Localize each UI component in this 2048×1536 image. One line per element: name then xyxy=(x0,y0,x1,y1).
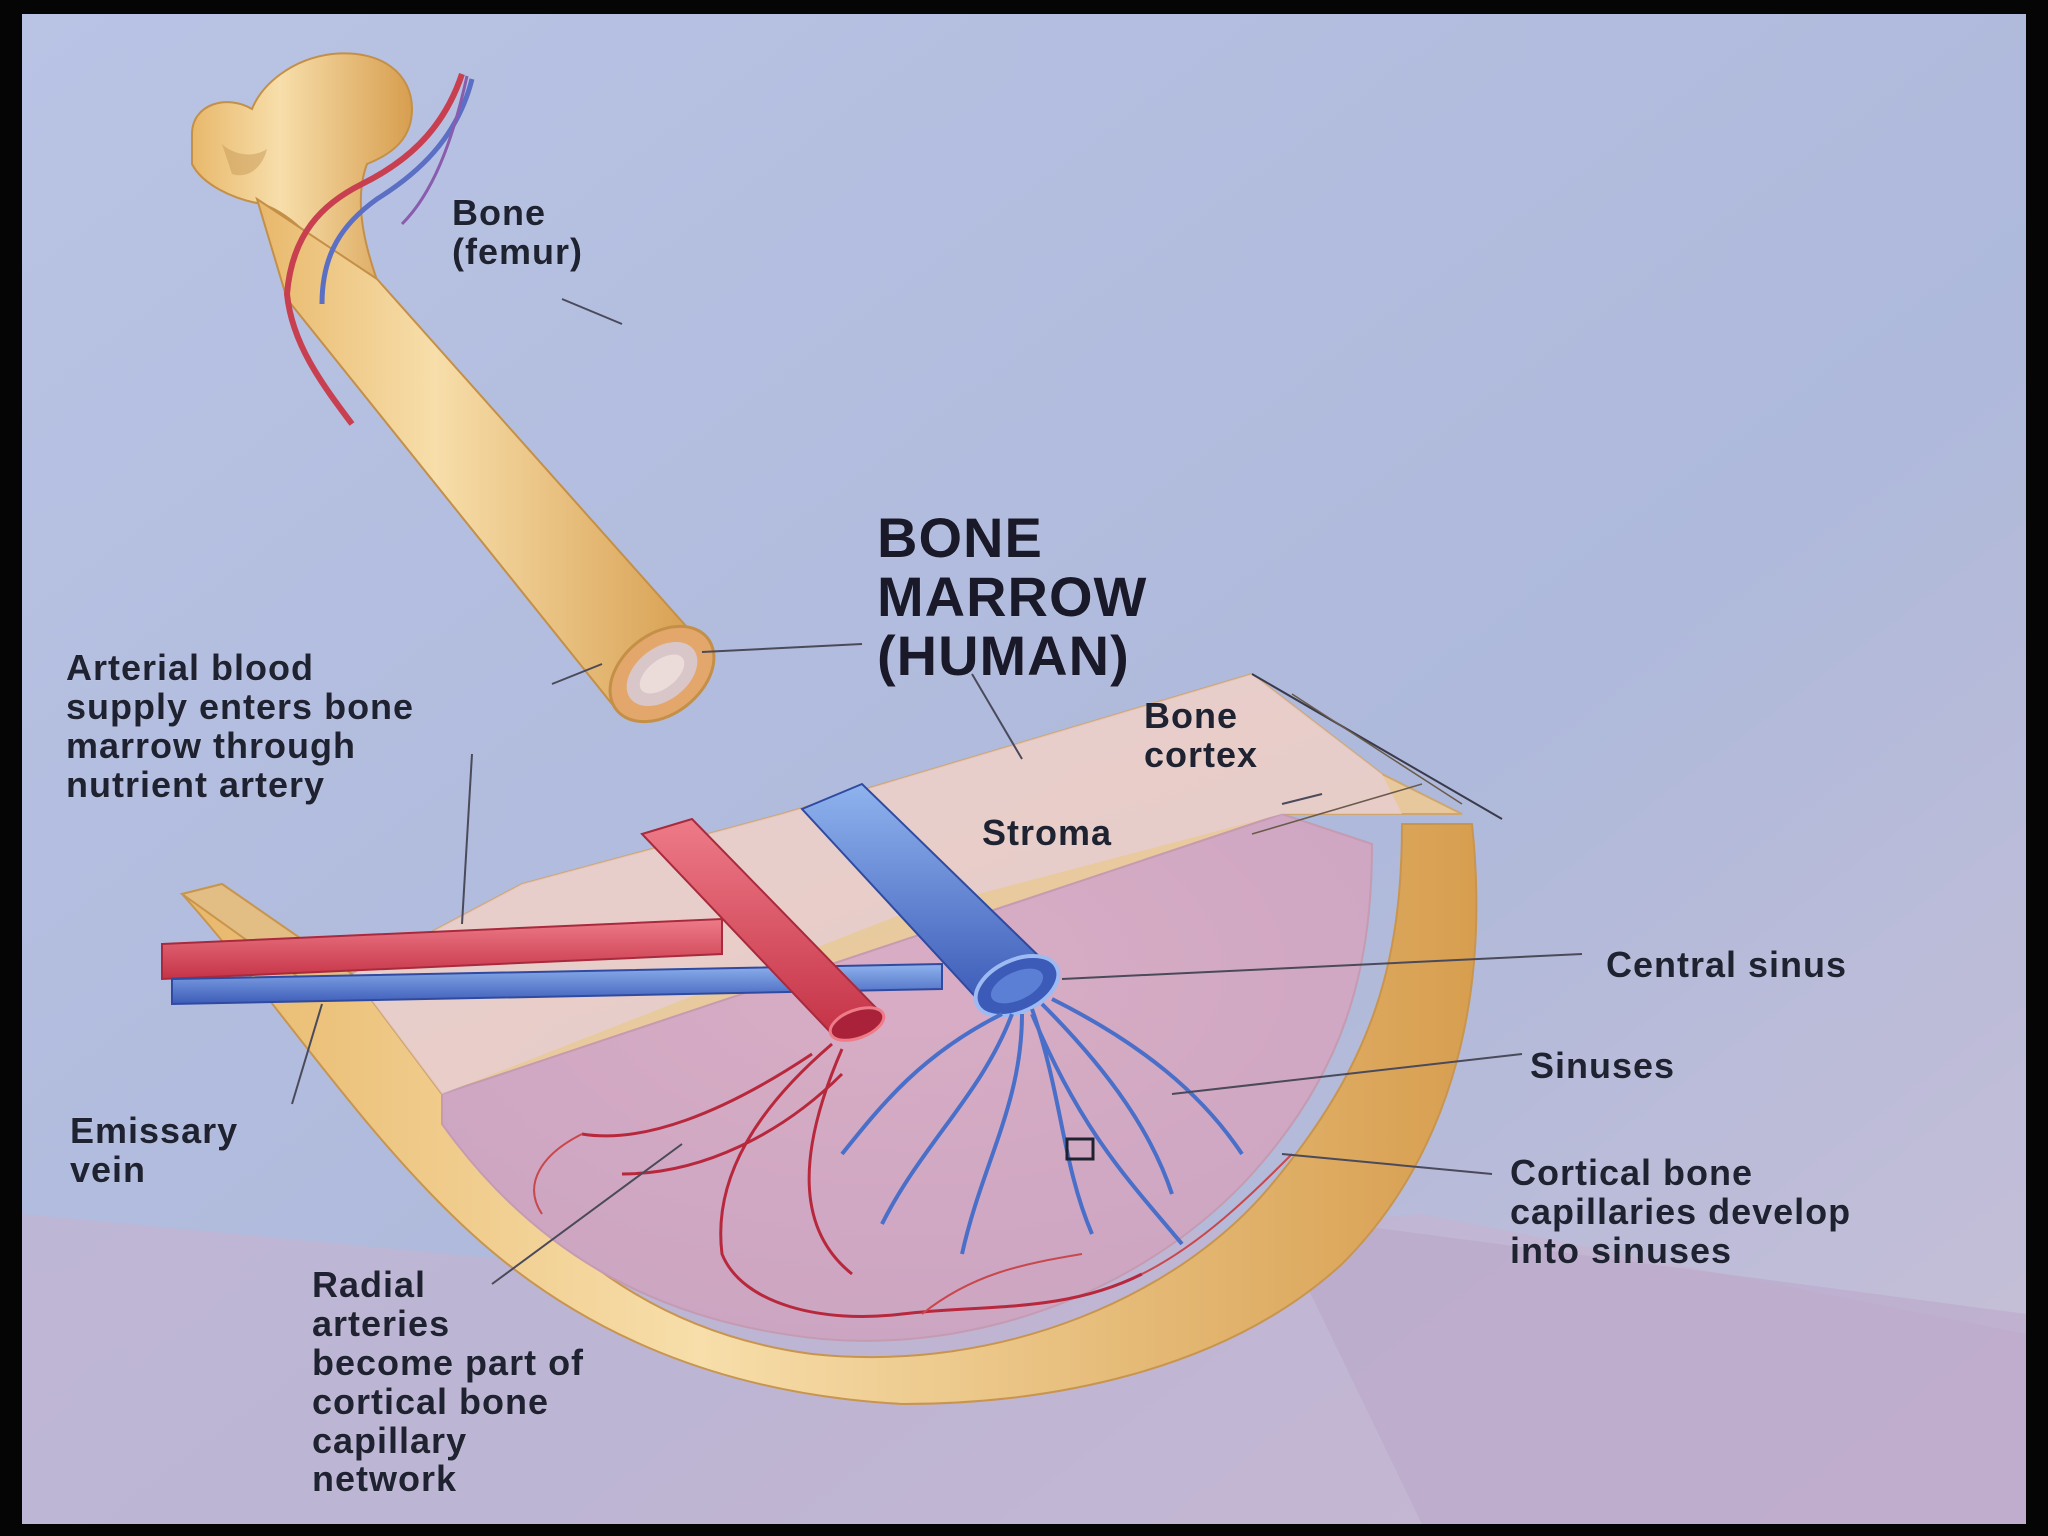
leader-arterial-to-femur xyxy=(551,663,603,685)
label-bone-cortex: Bone cortex xyxy=(1144,695,1259,775)
leader-lines xyxy=(291,298,1583,1285)
femur-bone xyxy=(191,52,716,724)
label-sinuses: Sinuses xyxy=(1530,1045,1676,1086)
illustration xyxy=(22,14,2026,1524)
leader-bone-cortex xyxy=(1281,793,1323,805)
label-bone-femur: Bone (femur) xyxy=(452,192,583,272)
label-stroma: Stroma xyxy=(982,812,1113,853)
label-cortical-capillaries: Cortical bone capillaries develop into s… xyxy=(1510,1152,1852,1271)
diagram-panel: Bone (femur) BONE MARROW (HUMAN) Arteria… xyxy=(22,14,2026,1524)
leader-emissary xyxy=(291,1003,323,1105)
label-emissary-vein: Emissary vein xyxy=(70,1110,239,1190)
leader-cortical xyxy=(1281,1153,1493,1175)
leader-title xyxy=(701,643,863,653)
leader-radial xyxy=(491,1143,683,1285)
leader-arterial-to-vessel xyxy=(461,753,473,925)
right-frame xyxy=(2026,0,2048,1536)
leader-femur xyxy=(561,298,623,325)
label-central-sinus: Central sinus xyxy=(1606,944,1848,985)
diagram-title: BONE MARROW (HUMAN) xyxy=(877,506,1148,687)
top-frame xyxy=(0,0,2048,14)
leader-central-sinus xyxy=(1061,953,1583,980)
floor-shading-right xyxy=(1272,1214,2026,1524)
leader-sinuses xyxy=(1171,1053,1523,1095)
vessels xyxy=(161,782,1293,1318)
label-arterial-blood-supply: Arterial blood supply enters bone marrow… xyxy=(66,647,415,805)
leader-stroma xyxy=(971,673,1023,760)
bottom-frame xyxy=(0,1524,2048,1536)
label-radial-arteries: Radial arteries become part of cortical … xyxy=(312,1264,585,1500)
left-frame xyxy=(0,0,22,1536)
